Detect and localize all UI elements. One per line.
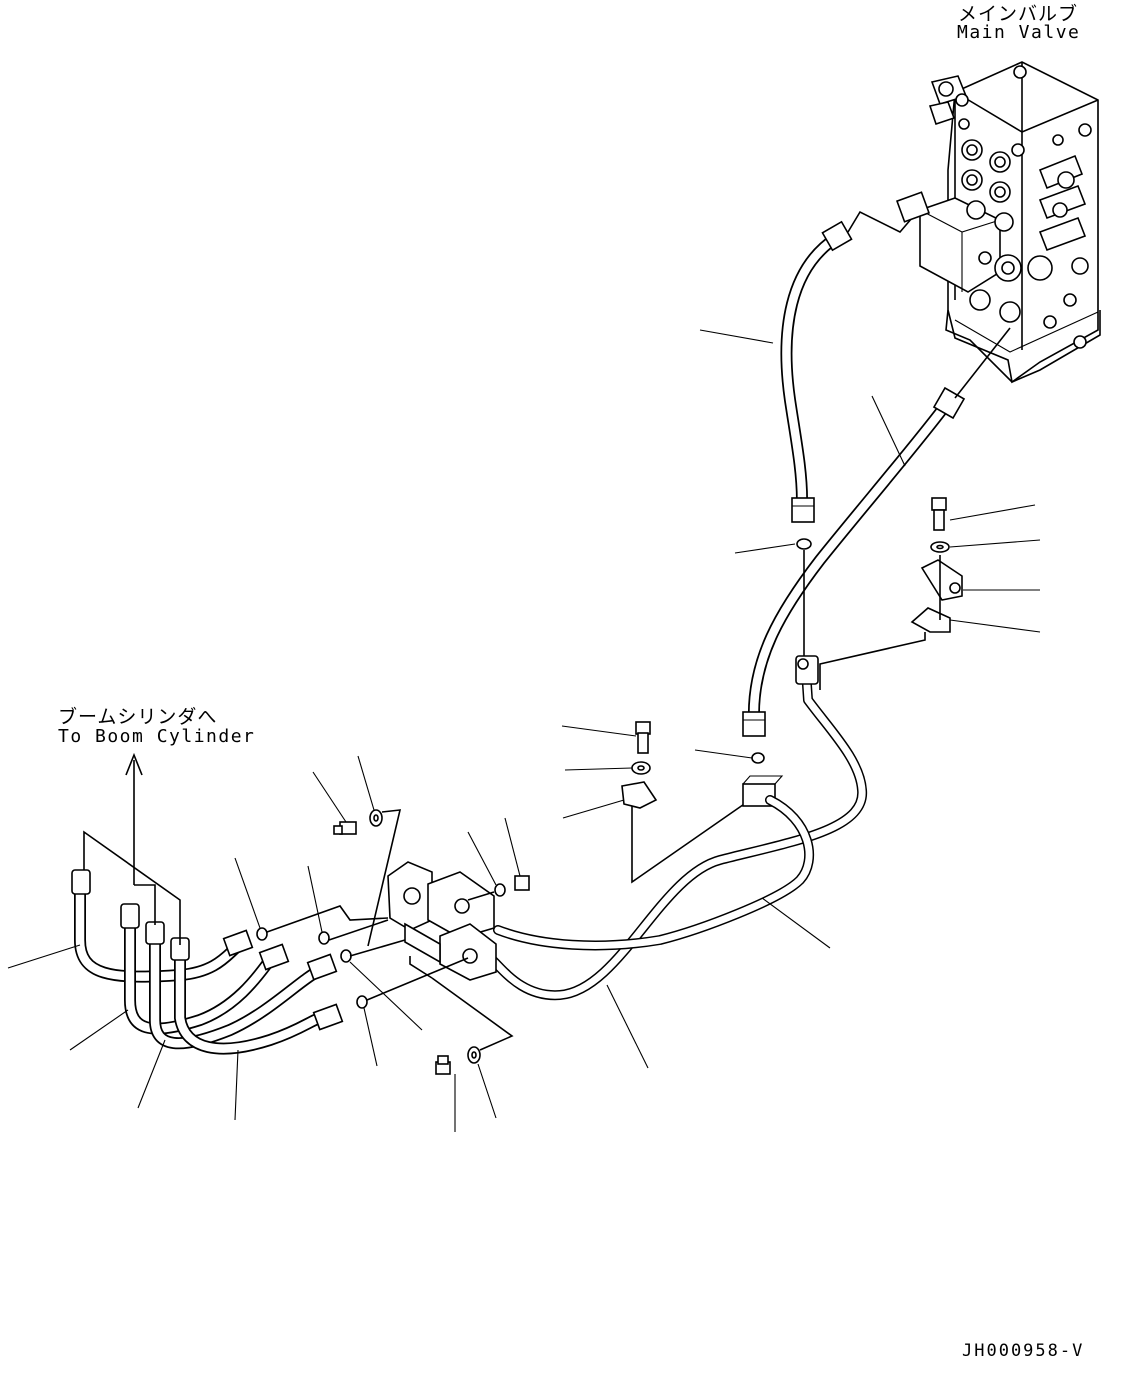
pipe-manifold xyxy=(387,861,497,981)
drawing-code: JH000958-V xyxy=(962,1341,1084,1361)
main-valve-label-jp: メインバルブ xyxy=(958,2,1078,25)
hose-upper-left xyxy=(780,191,931,523)
boom-cylinder-label-en: To Boom Cylinder xyxy=(58,726,255,747)
boom-cylinder-label-jp: ブームシリンダへ xyxy=(58,705,217,728)
left-oring-set xyxy=(256,809,530,1075)
steel-pipes xyxy=(485,655,868,1001)
center-oring-set xyxy=(621,538,812,884)
main-valve xyxy=(919,61,1101,384)
main-valve-label: メインバルブ Main Valve xyxy=(957,2,1080,43)
leader-lines xyxy=(7,329,1041,1132)
hose-bundle xyxy=(71,830,344,1055)
main-valve-label-en: Main Valve xyxy=(957,22,1080,43)
right-clamp-set xyxy=(819,497,963,690)
hose-upper-right xyxy=(742,327,1011,737)
arrow-up-icon xyxy=(125,752,143,885)
boom-cylinder-label: ブームシリンダへ To Boom Cylinder xyxy=(58,705,255,747)
